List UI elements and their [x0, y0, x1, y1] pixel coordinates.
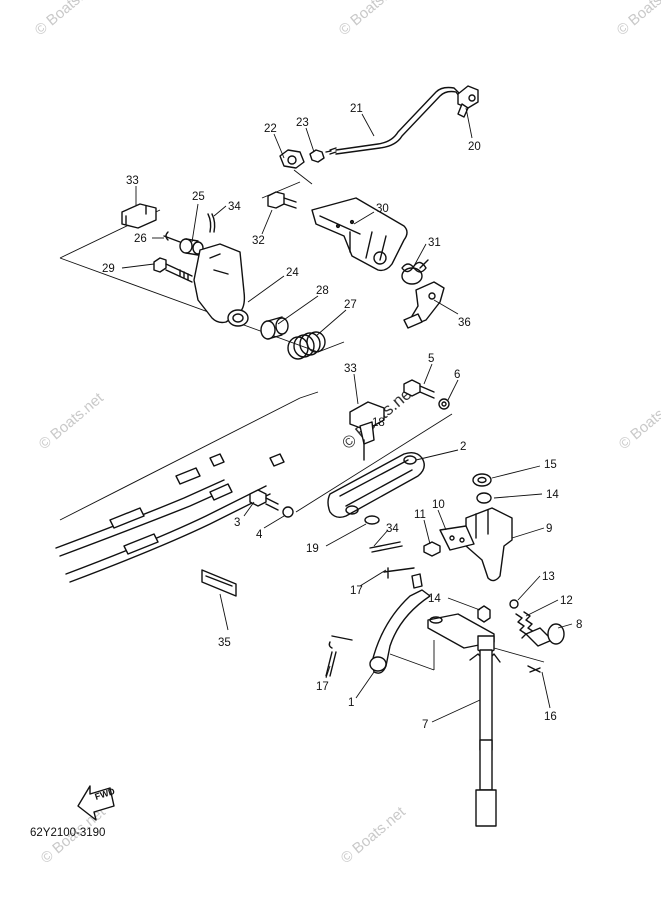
callout-11: 11	[414, 509, 426, 521]
watermark-top-right: © Boats.net	[336, 0, 408, 39]
part-33-joint-lower	[349, 401, 385, 445]
part-35-label	[201, 569, 237, 597]
watermark-top-left: © Boats.net	[32, 0, 104, 39]
part-6-washer	[438, 398, 450, 410]
callout-31: 31	[428, 237, 441, 249]
watermark-text: © Boats.net	[336, 0, 408, 39]
callout-13: 13	[542, 571, 555, 583]
callout-32: 32	[252, 235, 265, 247]
watermark-bottom-right: © Boats.net	[338, 803, 410, 867]
callout-35: 35	[218, 637, 231, 649]
callout-20: 20	[468, 141, 481, 153]
callout-34-top: 34	[228, 201, 241, 213]
watermark-text: © Boats.net	[32, 0, 104, 39]
callout-2: 2	[460, 441, 466, 453]
part-15-washer	[472, 473, 492, 487]
watermark-group: © Boats.net © Boats.net © Boats.net © Bo…	[32, 0, 661, 867]
callout-33-lower: 33	[344, 363, 357, 375]
part-33-joint-top	[121, 203, 157, 229]
part-19-washer	[364, 515, 380, 525]
part-3-bolt	[249, 489, 279, 511]
callout-24: 24	[286, 267, 299, 279]
part-34-cotter-top	[207, 213, 216, 233]
part-27-spring	[287, 331, 326, 360]
part-13-ball	[509, 599, 519, 609]
callout-22: 22	[264, 123, 277, 135]
part-2-cable-bracket	[327, 451, 425, 519]
callout-9: 9	[546, 523, 552, 535]
callout-19: 19	[306, 543, 319, 555]
part-7-shift-shaft	[427, 613, 545, 827]
part-17-clip-top	[383, 567, 423, 589]
part-9-bracket	[465, 507, 513, 582]
fwd-arrow: FWD	[77, 785, 117, 821]
part-26-clip	[163, 231, 181, 243]
part-25-collar	[179, 238, 204, 256]
watermark-mid-right: © Boats.net	[616, 389, 661, 453]
callout-18: 18	[372, 417, 385, 429]
part-5-bolt	[403, 379, 435, 399]
part-28-collar	[260, 316, 289, 340]
watermark-text: © Boats.net	[36, 389, 108, 453]
part-29-bolt	[153, 257, 193, 283]
callout-4: 4	[256, 529, 263, 541]
part-17-clip-lower	[325, 651, 337, 677]
callout-17-lower: 17	[316, 681, 329, 693]
callout-10: 10	[432, 499, 445, 511]
shift-throttle-cables	[55, 453, 285, 583]
watermark-text: © Boats.net	[616, 389, 661, 453]
callout-29: 29	[102, 263, 115, 275]
callout-15: 15	[544, 459, 557, 471]
part-20-rod-end	[457, 85, 479, 118]
watermark-top-far-right: © Boats.net	[614, 0, 661, 39]
callout-6: 6	[454, 369, 460, 381]
callout-3: 3	[234, 517, 240, 529]
part-21-shift-rod	[325, 86, 463, 155]
part-23-nut	[309, 149, 325, 163]
part-11-bolt	[423, 541, 441, 557]
callout-7: 7	[422, 719, 428, 731]
callout-16: 16	[544, 711, 557, 723]
callout-1: 1	[348, 697, 354, 709]
callout-33-top: 33	[126, 175, 139, 187]
callout-17-top: 17	[350, 585, 363, 597]
part-32-bolt	[267, 191, 297, 209]
part-31-spring	[401, 259, 429, 285]
part-34-cotter-lower	[369, 541, 403, 553]
part-1-shift-arm	[328, 589, 435, 674]
callout-12: 12	[560, 595, 573, 607]
watermark-text: © Boats.net	[614, 0, 661, 39]
part-4-washer	[282, 506, 294, 518]
callout-14-lower: 14	[428, 593, 441, 605]
callout-23: 23	[296, 117, 309, 129]
part-10-plate	[439, 525, 475, 551]
part-8-knob	[525, 623, 565, 647]
part-30-lever-housing	[311, 197, 408, 272]
callout-21: 21	[350, 103, 363, 115]
callout-30: 30	[376, 203, 389, 215]
callout-25: 25	[192, 191, 205, 203]
callout-8: 8	[576, 619, 582, 631]
diagram-code: 62Y2100-3190	[30, 827, 105, 839]
part-14-washer-top	[476, 492, 492, 504]
callout-28: 28	[316, 285, 329, 297]
part-16-pin	[527, 665, 541, 673]
part-36-lever-plate	[403, 281, 445, 329]
callout-26: 26	[134, 233, 147, 245]
callout-27: 27	[344, 299, 357, 311]
callout-34-lower: 34	[386, 523, 399, 535]
watermark-text: © Boats.net	[338, 803, 410, 867]
part-22-nut	[279, 149, 305, 169]
part-14-washer-lower	[477, 605, 491, 623]
part-24-shift-lever	[193, 243, 249, 327]
callout-labels: 21 20 22 23 33 25 34 30 26 32 31 29 24 2…	[102, 103, 582, 731]
callout-leaders	[121, 107, 573, 723]
callout-14-top: 14	[546, 489, 559, 501]
callout-36: 36	[458, 317, 471, 329]
callout-5: 5	[428, 353, 434, 365]
watermark-mid-left: © Boats.net	[36, 389, 108, 453]
